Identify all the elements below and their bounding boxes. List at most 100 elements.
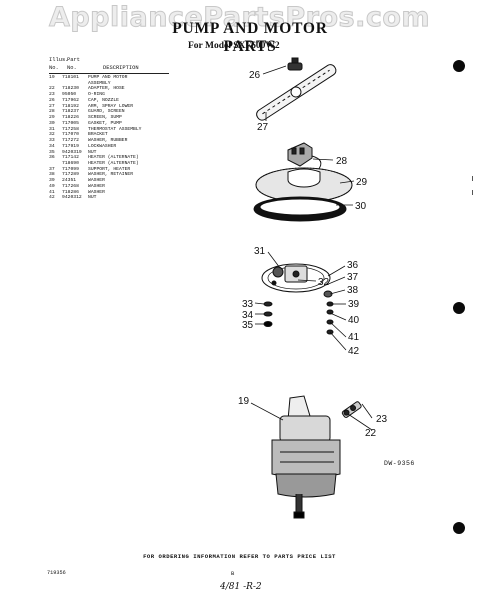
callout-36: 36: [347, 260, 359, 271]
pump-motor-assembly: [271, 395, 341, 519]
parts-row: 23 95050 O-RING: [49, 92, 199, 98]
screen-guard: [287, 142, 322, 171]
part-number: 717099: [62, 166, 79, 172]
callout-42: 42: [348, 346, 360, 357]
illus-number: 40: [49, 183, 55, 189]
part-description: SUPPORT, HEATER: [88, 166, 131, 172]
part-description: ARM, SPRAY LOWER: [88, 103, 134, 109]
illus-number: 35: [49, 149, 55, 155]
part-description: WASHER: [88, 178, 105, 184]
illus-number: 37: [49, 166, 55, 172]
part-description: HEATER (ALTERNATE): [88, 155, 139, 161]
illus-number: 42: [49, 195, 55, 201]
page-title: PUMP AND MOTOR PARTS: [172, 20, 328, 55]
part-description: WASHER, RETAINER: [88, 172, 134, 178]
part-number: 718286: [62, 189, 79, 195]
part-description: WASHER: [88, 183, 105, 189]
binder-hole-bottom: [453, 522, 465, 534]
header-part-no: No.: [67, 65, 77, 71]
part-number: 717142: [62, 155, 79, 161]
part-description: ADAPTER, HOSE: [88, 86, 125, 92]
part-description: NUT: [88, 195, 97, 201]
sump-screen: [255, 167, 353, 203]
part-number: 24351: [62, 178, 77, 184]
illus-number: 19: [49, 75, 55, 80]
part-number: 718690: [62, 161, 79, 167]
callout-27: 27: [257, 122, 269, 133]
header-no: No.: [49, 65, 59, 71]
lower-spray-arm: [256, 64, 337, 121]
pump-gasket: [253, 196, 347, 222]
illus-number: 34: [49, 143, 55, 149]
callout-34: 34: [242, 310, 254, 321]
callout-35: 35: [242, 320, 254, 331]
page-number: B: [231, 570, 235, 577]
part-number: 717005: [62, 120, 79, 126]
part-number: 717070: [62, 132, 79, 138]
parts-row: ASSEMBLY: [49, 81, 199, 87]
illus-number: 28: [49, 109, 55, 115]
ordering-note: FOR ORDERING INFORMATION REFER TO PARTS …: [143, 553, 336, 560]
parts-row: 40 717268 WASHER: [49, 184, 199, 190]
part-description: O-RING: [88, 92, 105, 98]
part-number: 717272: [62, 138, 79, 144]
callout-30: 30: [355, 201, 367, 212]
callout-28: 28: [336, 156, 348, 167]
callout-40: 40: [348, 315, 360, 326]
part-number: 718226: [62, 115, 79, 121]
illus-number: 29: [49, 115, 55, 121]
callout-22: 22: [365, 428, 377, 439]
nozzle-cap: [287, 57, 303, 71]
part-description: PUMP AND MOTOR: [88, 75, 128, 80]
part-description: GASKET, PUMP: [88, 120, 122, 126]
callout-38: 38: [347, 285, 359, 296]
callout-39: 39: [348, 299, 360, 310]
part-description: SCREEN, SUMP: [88, 115, 122, 121]
part-number: 717919: [62, 143, 79, 149]
callout-37: 37: [347, 272, 359, 283]
part-number: 95050: [62, 92, 77, 98]
part-description: CAP, NOZZLE: [88, 97, 119, 103]
part-description: GUARD, SCREEN: [88, 109, 125, 115]
callout-32: 32: [318, 277, 330, 288]
callout-26: 26: [249, 70, 261, 81]
illus-number: 22: [49, 86, 55, 92]
edge-mark: [472, 176, 473, 181]
header-rule: [49, 73, 169, 74]
part-description: THERMOSTAT ASSEMBLY: [88, 126, 142, 132]
part-description: BRACKET: [88, 132, 108, 138]
callout-19: 19: [238, 396, 250, 407]
part-description: LOCKWASHER: [88, 143, 117, 149]
callout-31: 31: [254, 246, 266, 257]
part-number: 717258: [62, 126, 79, 132]
illus-number: 23: [49, 92, 55, 98]
part-number: 717289: [62, 172, 79, 178]
model-subtitle: For Model SXF600W2: [188, 41, 280, 51]
parts-row: 34 717919 LOCKWASHER: [49, 144, 199, 150]
illus-number: 36: [49, 155, 55, 161]
callout-33: 33: [242, 299, 254, 310]
header-part: Part: [67, 57, 80, 63]
illus-number: 39: [49, 178, 55, 184]
part-number: 717962: [62, 97, 79, 103]
part-number: 9420319: [62, 149, 82, 155]
washer-stack-left: [263, 301, 273, 327]
part-description: ASSEMBLY: [88, 80, 111, 86]
callout-41: 41: [348, 332, 360, 343]
part-number: 717268: [62, 183, 79, 189]
diagram-code: DW-9356: [384, 460, 415, 467]
thermostat-heater-assembly: [261, 263, 331, 293]
part-description: NUT: [88, 149, 97, 155]
part-number: 718237: [62, 109, 79, 115]
part-number: 718192: [62, 103, 79, 109]
